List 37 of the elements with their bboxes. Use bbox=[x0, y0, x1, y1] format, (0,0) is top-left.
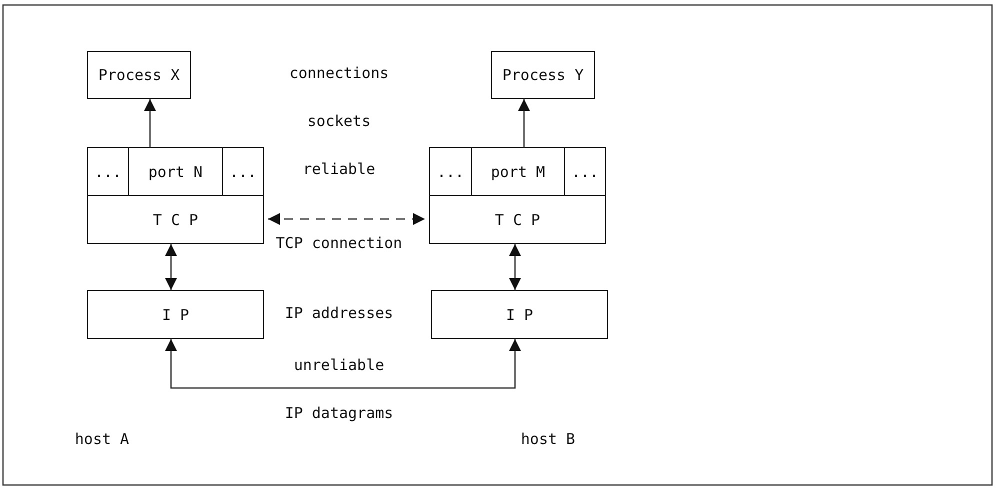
arrow bbox=[509, 244, 521, 290]
layer-box bbox=[87, 195, 264, 244]
layer-box bbox=[429, 147, 472, 196]
box-label: ... bbox=[229, 162, 257, 180]
layer-box bbox=[87, 290, 264, 339]
annotation-text: host A bbox=[74, 430, 130, 448]
arrow bbox=[518, 99, 530, 147]
annotation-text: IP addresses bbox=[284, 304, 394, 322]
layer-box bbox=[564, 147, 606, 196]
box-label: T C P bbox=[494, 210, 540, 228]
arrow bbox=[165, 244, 177, 290]
annotation-text: unreliable bbox=[294, 356, 384, 374]
annotation-text: host B bbox=[520, 430, 576, 448]
box-label: T C P bbox=[152, 210, 198, 228]
annotation-text: TCP connection bbox=[276, 234, 402, 252]
box-label: Process X bbox=[98, 66, 180, 84]
layer-box bbox=[491, 51, 595, 99]
layer-box bbox=[87, 147, 129, 196]
annotation-text: connections bbox=[289, 64, 389, 82]
box-label: port M bbox=[490, 162, 546, 180]
layer-box bbox=[431, 290, 608, 339]
dashed-arrow bbox=[268, 213, 425, 225]
box-label: port N bbox=[148, 162, 203, 180]
box-label: ... bbox=[94, 162, 122, 180]
box-label: ... bbox=[436, 162, 464, 180]
arrow bbox=[144, 99, 156, 147]
annotation-text: sockets bbox=[307, 112, 371, 130]
layer-box bbox=[222, 147, 264, 196]
box-label: Process Y bbox=[502, 66, 584, 84]
annotation-text: IP datagrams bbox=[284, 404, 394, 422]
arrow bbox=[165, 339, 521, 389]
box-label: I P bbox=[506, 306, 534, 324]
box-label: ... bbox=[571, 162, 599, 180]
layer-box bbox=[429, 195, 606, 244]
annotation-text: reliable bbox=[302, 160, 376, 178]
layer-box bbox=[87, 51, 191, 99]
box-label: I P bbox=[162, 306, 190, 324]
